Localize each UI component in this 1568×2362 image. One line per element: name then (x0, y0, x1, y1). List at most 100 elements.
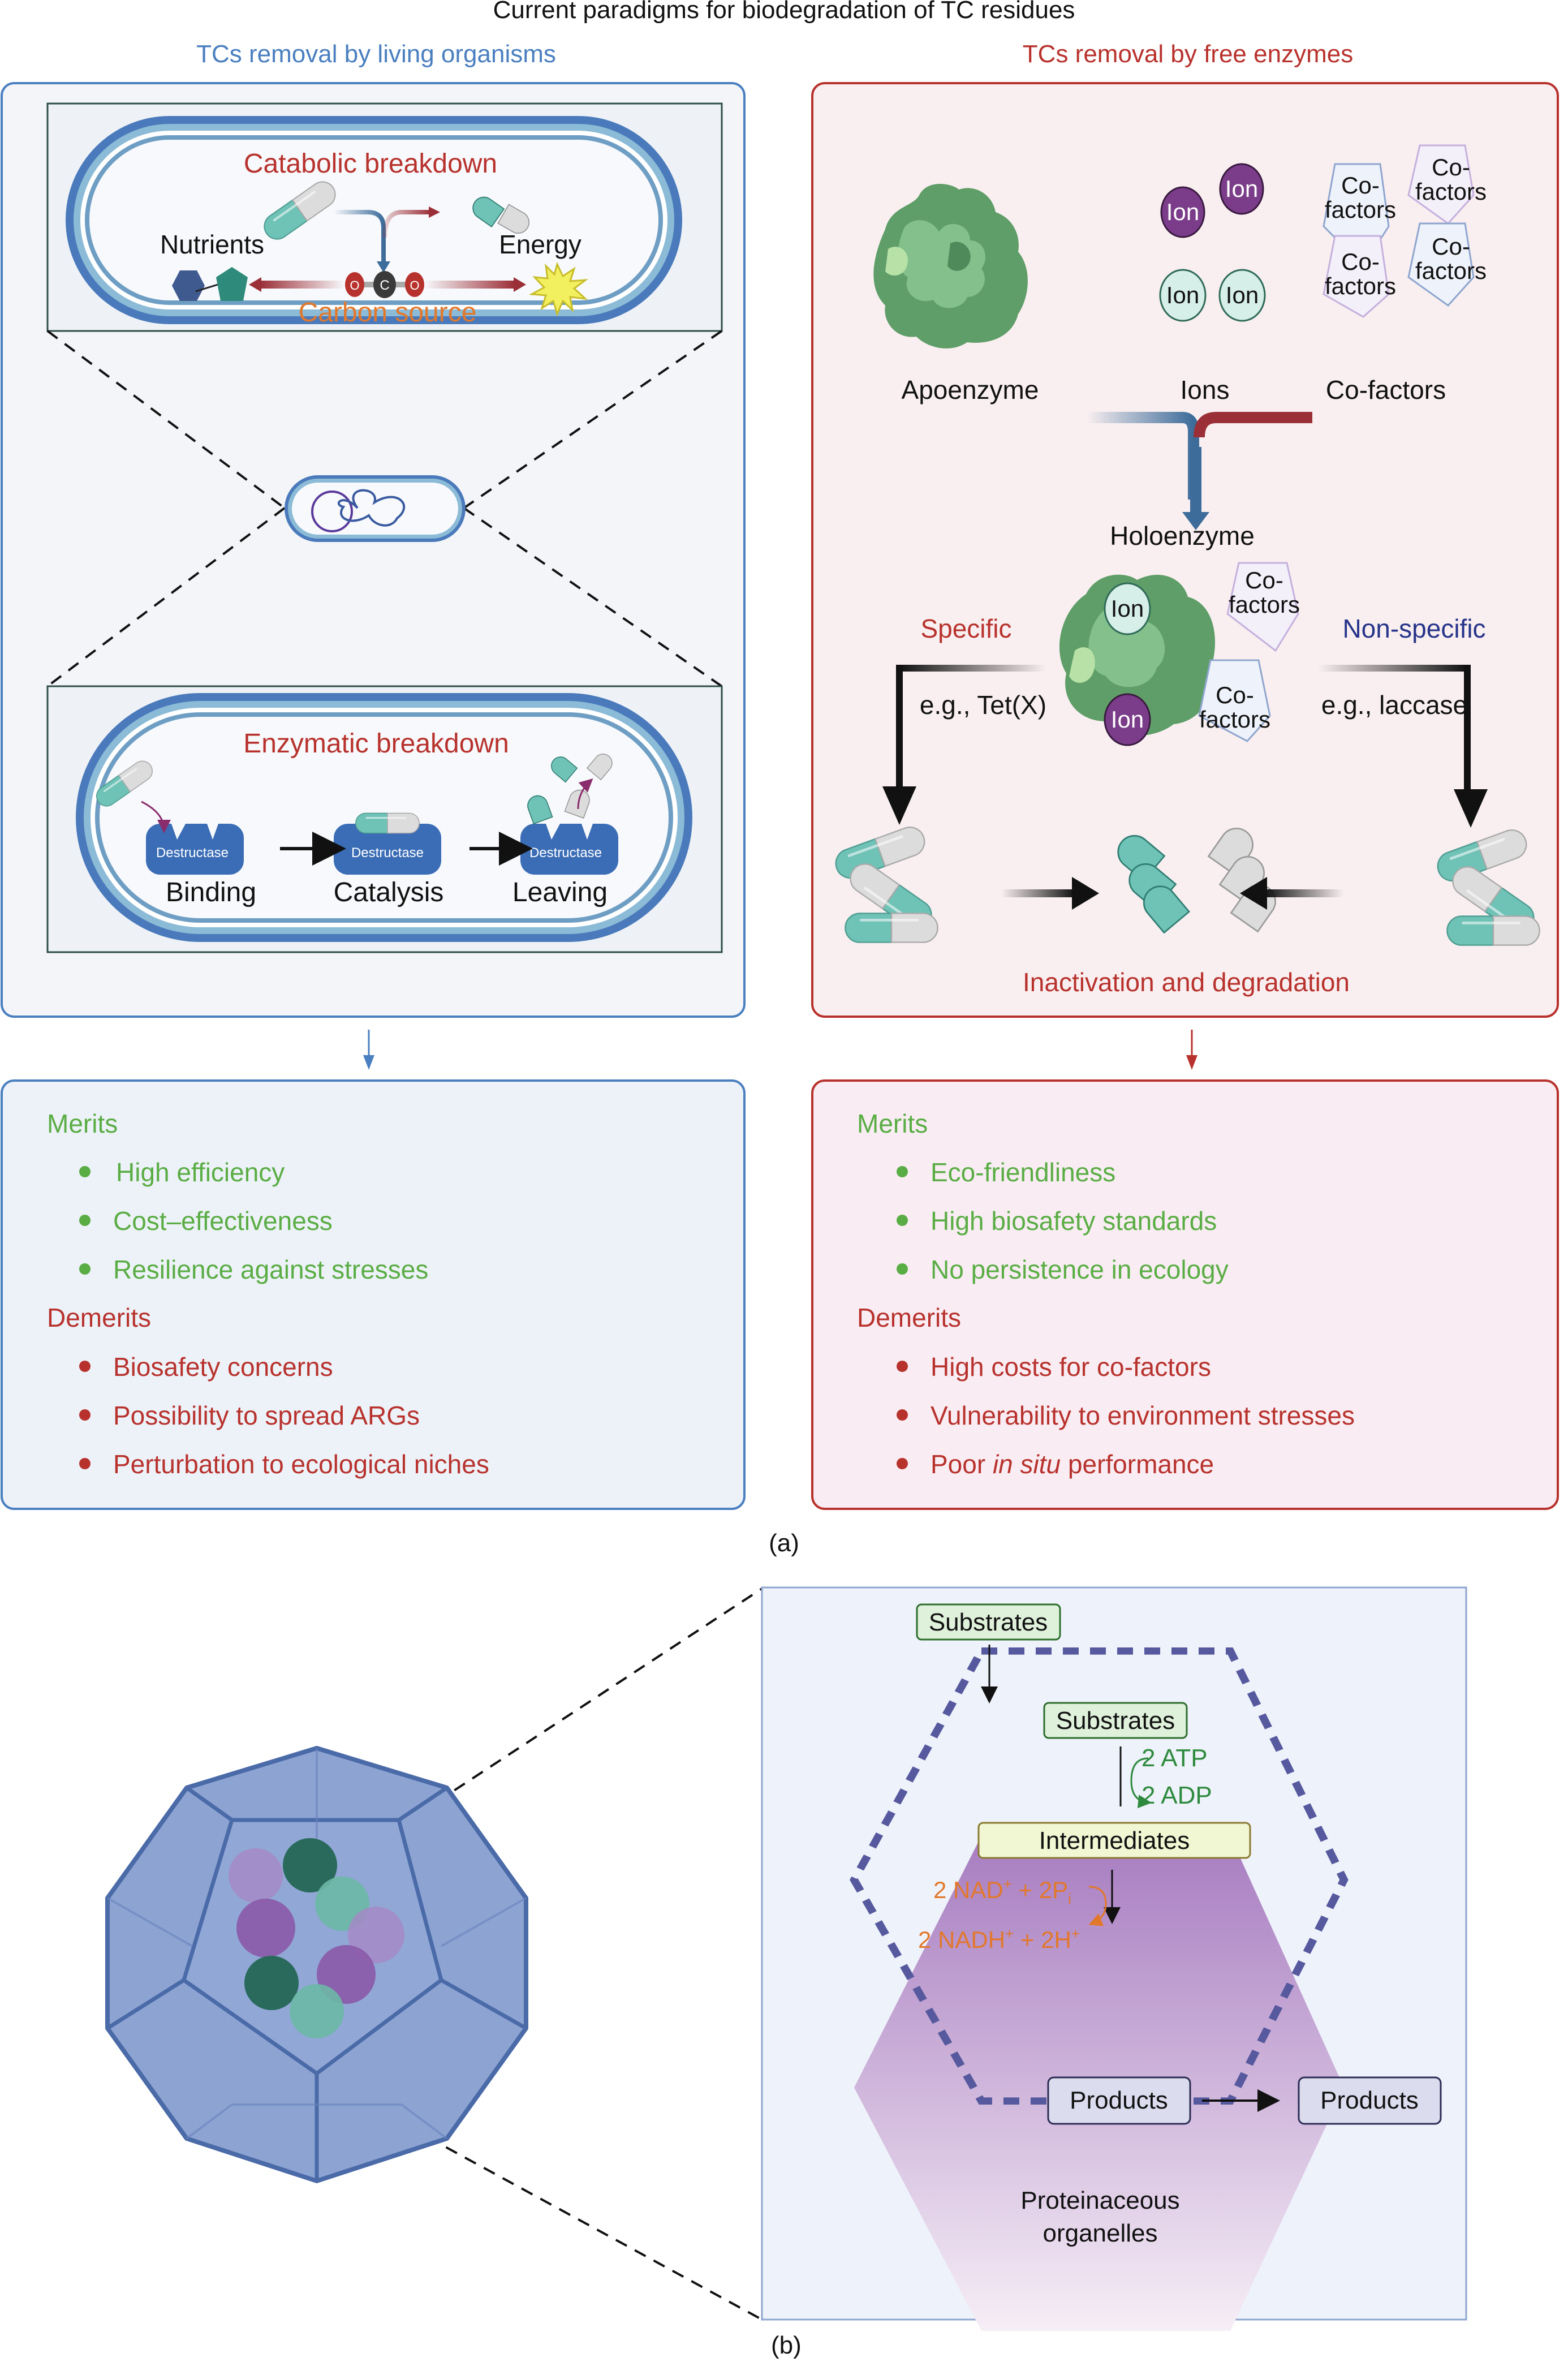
converge-arrow-right-icon (1240, 877, 1343, 910)
chromosome-icon (337, 489, 406, 527)
merit-item: Eco-friendliness (931, 1158, 1115, 1187)
organelle-zoom-lines (313, 1587, 763, 2321)
specific-label: Specific (920, 614, 1011, 643)
arrow-down-icon (377, 261, 390, 273)
svg-text:Co-: Co- (1341, 172, 1380, 199)
nad-arrow-icon (1088, 1886, 1107, 1926)
svg-text:Ion: Ion (1166, 282, 1199, 308)
apoenzyme-label: Apoenzyme (902, 375, 1039, 405)
nadh-label: 2 NADH+ + 2H+ (918, 1925, 1080, 1953)
living-organisms-panel: Catabolic breakdown Nutrients Energy O (1, 82, 746, 1018)
organelle-caption-line1: Proteinaceous (1020, 2187, 1179, 2214)
nonspecific-label: Non-specific (1342, 614, 1485, 643)
bullet-icon (79, 1409, 91, 1421)
adp-label: 2 ADP (1141, 1782, 1212, 1809)
energy-burst-icon (528, 261, 588, 317)
svg-text:Ion: Ion (1225, 175, 1258, 202)
bullet-icon (79, 1166, 91, 1177)
svg-text:Ion: Ion (1111, 706, 1144, 733)
organelle-caption-line2: organelles (1043, 2219, 1157, 2247)
products-inside-label: Products (1070, 2086, 1168, 2114)
ion-teal-icon (1159, 269, 1207, 322)
svg-text:factors: factors (1325, 273, 1396, 299)
svg-text:O: O (410, 278, 419, 292)
demerit-item: Perturbation to ecological niches (113, 1449, 489, 1479)
merits-title: Merits (47, 1109, 118, 1138)
ion-purple-icon (1160, 186, 1205, 238)
nonspecific-arrow-icon (1318, 665, 1488, 828)
living-merits-box: Merits High efficiency Cost–effectivenes… (1, 1079, 746, 1510)
step-binding: Binding (166, 877, 256, 907)
bullet-icon (897, 1458, 908, 1469)
demerits-title: Demerits (857, 1303, 961, 1332)
step-catalysis: Catalysis (334, 877, 444, 907)
result-label: Inactivation and degradation (1023, 967, 1350, 997)
svg-text:Ion: Ion (1166, 199, 1199, 225)
bullet-icon (79, 1361, 91, 1372)
co2-molecule-icon: O C O (345, 271, 424, 298)
enzyme-down-arrow-icon (1186, 1030, 1197, 1070)
bullet-icon (897, 1215, 908, 1226)
demerit-item: Possibility to spread ARGs (113, 1401, 420, 1430)
nad-label: 2 NAD+ + 2Pi (933, 1875, 1071, 1907)
demerit-item: Biosafety concerns (113, 1352, 333, 1382)
intermediates-box (977, 1822, 1251, 1859)
svg-text:Co-: Co- (1432, 154, 1470, 180)
merit-item: Cost–effectiveness (113, 1206, 333, 1236)
svg-text:factors: factors (1415, 178, 1487, 205)
destructase-binding: Destructase (92, 756, 244, 875)
bound-capsule-icon (355, 812, 420, 834)
step-leaving: Leaving (512, 877, 608, 907)
svg-text:Destructase: Destructase (351, 845, 424, 861)
svg-text:Co-: Co- (1245, 567, 1283, 593)
specific-arrow-icon (882, 665, 1046, 825)
svg-text:Destructase: Destructase (529, 845, 602, 861)
svg-text:factors: factors (1415, 257, 1487, 284)
apoenzyme-icon (873, 184, 1028, 349)
svg-text:Ion: Ion (1226, 282, 1259, 308)
substrates-inside-label: Substrates (1056, 1707, 1175, 1735)
demerit-item: Poor in situ performance (931, 1449, 1214, 1479)
converge-arrow-left-icon (1001, 877, 1099, 910)
svg-text:Co-: Co- (1341, 248, 1380, 275)
demerits-title: Demerits (47, 1303, 151, 1332)
products-outside-label: Products (1320, 2086, 1419, 2114)
holoenzyme-label: Holoenzyme (1110, 521, 1255, 550)
plasmid-icon (311, 491, 353, 532)
living-heading: TCs removal by living organisms (196, 40, 556, 68)
enzyme-heading: TCs removal by free enzymes (1023, 40, 1353, 68)
cofactors-label: Co-factors (1326, 375, 1446, 405)
intermediates-label: Intermediates (1039, 1827, 1190, 1855)
svg-text:Ion: Ion (1111, 595, 1144, 622)
pentagon-molecule-icon (216, 267, 248, 301)
enzymatic-title: Enzymatic breakdown (243, 729, 509, 759)
merit-item: Resilience against stresses (113, 1255, 428, 1284)
bullet-icon (897, 1263, 908, 1275)
svg-text:C: C (380, 278, 389, 293)
ion-purple-icon (1219, 163, 1264, 215)
bullet-icon (79, 1263, 91, 1275)
merits-title: Merits (857, 1109, 928, 1138)
destructase-catalysis: Destructase (334, 812, 441, 875)
panel-a-label: (a) (769, 1529, 799, 1557)
svg-text:O: O (350, 278, 359, 292)
carbon-source-label: Carbon source (299, 298, 477, 328)
merge-arrow-icon (1086, 412, 1312, 530)
svg-text:Co-: Co- (1216, 682, 1254, 708)
enzyme-label: Destructase (156, 845, 229, 861)
svg-text:Co-: Co- (1432, 233, 1470, 260)
free-enzymes-panel: Ion Ion Ion Ion Co- factors Co- factors … (811, 82, 1559, 1018)
organelle-detail-box: Substrates Substrates 2 ATP 2 ADP Interm… (761, 1586, 1467, 2331)
destructase-leaving: Destructase (520, 750, 618, 875)
merit-item: No persistence in ecology (931, 1255, 1229, 1284)
products-outside-box (1298, 2076, 1442, 2125)
enzyme-merits-box: Merits Eco-friendliness High biosafety s… (811, 1079, 1559, 1510)
ions-group: Ion Ion Ion Ion (1159, 163, 1266, 322)
svg-text:factors: factors (1325, 196, 1396, 223)
merit-item: High biosafety standards (931, 1206, 1217, 1236)
living-down-arrow-icon (363, 1030, 374, 1070)
merit-item: High efficiency (116, 1158, 285, 1187)
energy-label: Energy (499, 230, 581, 259)
ions-label: Ions (1181, 375, 1230, 405)
